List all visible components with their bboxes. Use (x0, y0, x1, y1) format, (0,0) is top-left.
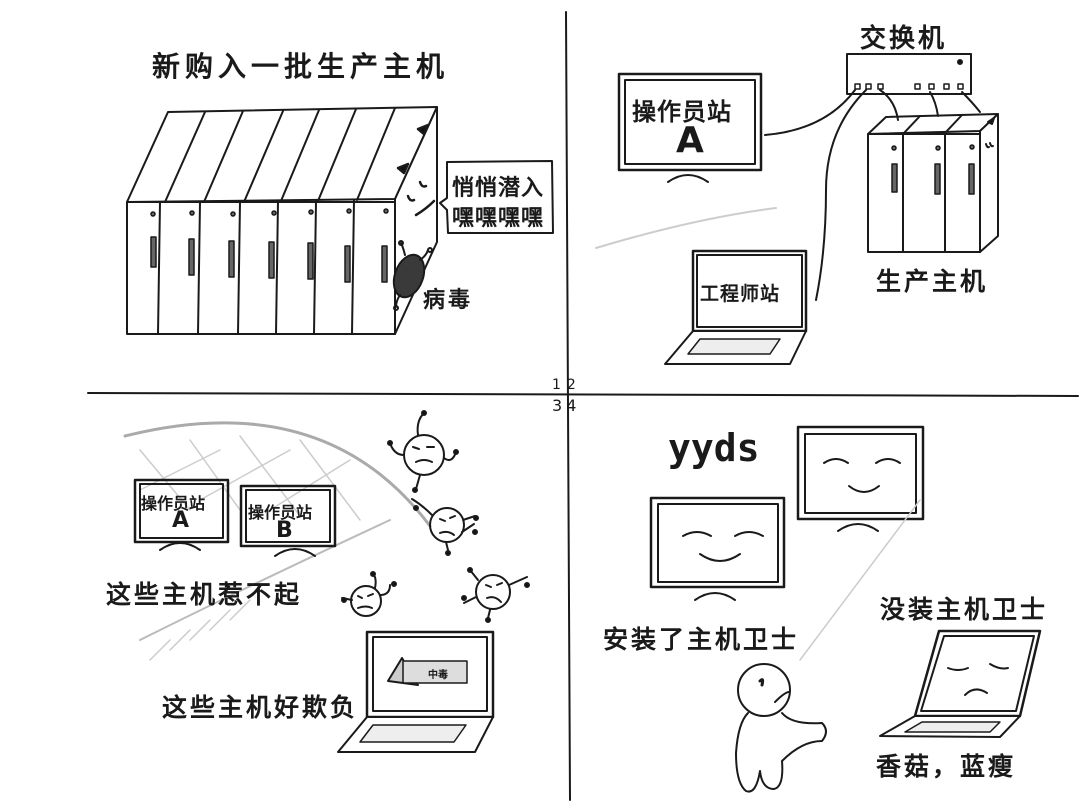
attack-scene-illustration (123, 410, 530, 753)
station-b-letter: B (276, 518, 296, 543)
virus-characters (341, 410, 530, 623)
caption-guard-not-installed: 没装主机卫士 (880, 595, 1049, 624)
panel-number-2: 2 (566, 377, 582, 393)
operator-station-a-letter: A (676, 120, 707, 161)
speech-line-2: 嘿嘿嘿嘿 (452, 206, 545, 231)
virus-bug-icon (392, 240, 433, 311)
network-diagram-illustration (595, 53, 999, 365)
speech-line-1: 悄悄潜入 (452, 176, 545, 201)
caption-protected-hosts: 这些主机惹不起 (106, 580, 303, 609)
panel-number-1-2: 12 (552, 377, 582, 393)
caption-guard-installed: 安装了主机卫士 (603, 625, 800, 654)
engineer-station-label: 工程师站 (700, 283, 781, 305)
infected-popup (402, 660, 468, 684)
yyds-exclaim: yyds (668, 426, 760, 470)
caption-vulnerable-hosts: 这些主机好欺负 (162, 693, 359, 722)
production-hosts-label: 生产主机 (876, 267, 989, 296)
switch-label: 交换机 (860, 24, 948, 54)
panel-number-1: 1 (552, 377, 567, 393)
station-b-label: 操作员站 (248, 503, 313, 522)
speech-bubble (439, 160, 554, 234)
infected-popup-text: 中毒 (428, 670, 448, 681)
station-a-letter: A (172, 508, 193, 533)
station-a-label: 操作员站 (141, 494, 206, 513)
server-rack-illustration (126, 106, 554, 335)
virus-label: 病毒 (423, 288, 474, 313)
cartoon-character (735, 663, 827, 793)
network-switch (846, 53, 972, 95)
operator-station-a-label: 操作员站 (632, 98, 732, 126)
caption-sad: 香菇，蓝瘦 (876, 752, 1017, 781)
panel-number-3-4: 34 (552, 396, 580, 415)
panel-number-4: 4 (566, 396, 581, 415)
panel-number-3: 3 (552, 396, 567, 415)
angry-face-icon (396, 123, 436, 217)
panel1-title: 新购入一批生产主机 (152, 50, 450, 83)
protected-scene-illustration (649, 425, 1042, 793)
panel-dividers (87, 11, 1079, 801)
